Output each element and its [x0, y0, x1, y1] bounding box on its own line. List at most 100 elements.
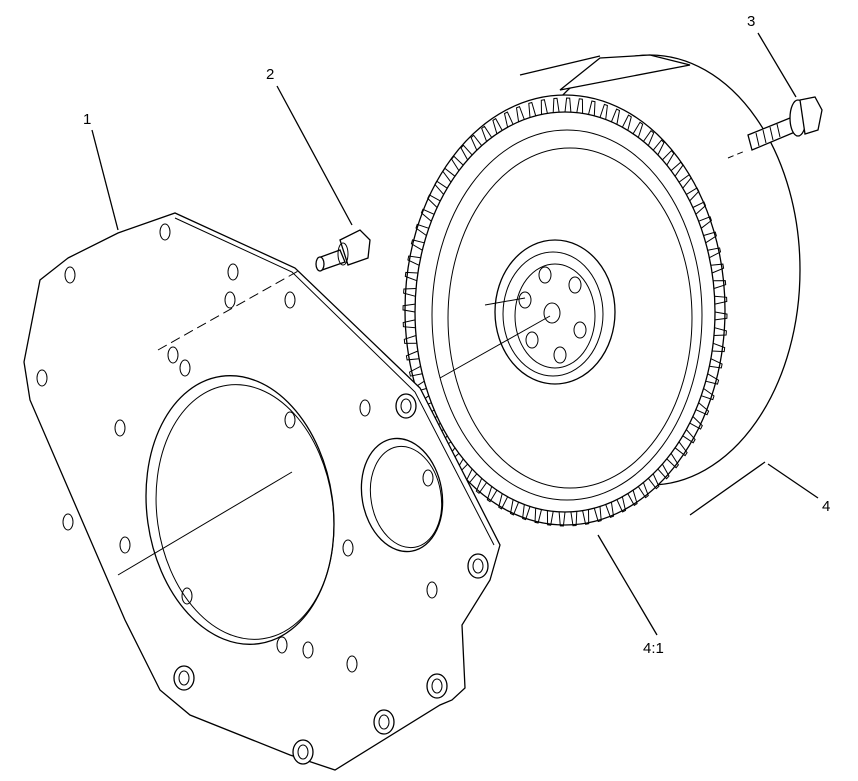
- plate-hole: [359, 399, 371, 417]
- bolt-head: [799, 96, 823, 135]
- flywheel-bottom-edge: [689, 461, 766, 516]
- gear-tooth: [692, 201, 707, 215]
- gear-tooth: [682, 429, 696, 444]
- plate-hole: [64, 266, 76, 284]
- gear-tooth: [498, 493, 509, 510]
- hub-outer: [494, 239, 616, 385]
- plate-hole: [119, 536, 131, 554]
- ring-gear-root-circle: [414, 111, 716, 513]
- plate-boss: [395, 393, 417, 419]
- plate-hole: [284, 291, 296, 309]
- gear-tooth: [632, 121, 644, 138]
- gear-tooth: [408, 365, 423, 377]
- callout-4-1: 4:1: [597, 534, 664, 657]
- gear-tooth: [475, 478, 488, 495]
- gear-tooth: [712, 342, 726, 353]
- plate-hole: [422, 469, 434, 487]
- plate-screw: [315, 229, 371, 272]
- flywheel-body-top: [559, 54, 691, 91]
- flywheel: [402, 54, 801, 527]
- plate-holes: [36, 223, 438, 673]
- flywheel-top-edge: [519, 55, 601, 76]
- callout-1: 1: [83, 111, 119, 231]
- plate-boss: [426, 673, 448, 699]
- plate-boss: [373, 709, 395, 735]
- hub-ring: [502, 251, 604, 377]
- gear-tooth: [486, 486, 498, 503]
- gear-tooth: [403, 335, 417, 344]
- gear-tooth: [481, 125, 493, 142]
- gear-tooth: [678, 173, 692, 189]
- gear-tooth: [407, 255, 421, 266]
- gear-tooth: [503, 111, 514, 128]
- gear-tooth: [657, 463, 670, 480]
- gear-tooth: [652, 139, 665, 156]
- gear-tooth: [710, 263, 725, 274]
- gear-tooth: [552, 97, 560, 113]
- gear-tooth: [528, 101, 537, 118]
- gear-tooth: [403, 288, 417, 297]
- plate-boss: [467, 553, 489, 579]
- gear-tooth: [593, 506, 602, 523]
- hub-bolt-holes: [518, 266, 587, 364]
- plate-small-opening: [360, 437, 444, 553]
- adapter-plate: [23, 212, 501, 771]
- gear-tooth: [588, 100, 596, 116]
- gear-tooth: [434, 180, 448, 195]
- gear-tooth: [689, 416, 703, 430]
- plate-boss-hole: [297, 744, 309, 760]
- plate-boss-hole: [378, 714, 390, 730]
- gear-tooth: [415, 223, 429, 236]
- plate-hole: [224, 291, 236, 309]
- plate-hole: [227, 263, 239, 281]
- gear-tooth: [670, 161, 684, 177]
- gear-tooth: [707, 247, 722, 259]
- gear-tooth: [637, 482, 649, 499]
- plate-boss-hole: [472, 558, 484, 574]
- callout-label-1: 1: [83, 111, 91, 128]
- gear-tooth: [540, 99, 548, 115]
- callout-2: 2: [266, 66, 353, 226]
- gear-tooth: [642, 129, 655, 146]
- gear-tooth: [534, 508, 542, 524]
- plate-boss-hole: [178, 670, 190, 686]
- gear-tooth: [450, 155, 464, 171]
- gear-tooth: [576, 98, 584, 114]
- gear-tooth: [662, 149, 675, 166]
- gear-tooth: [405, 350, 420, 361]
- callout-3: 3: [747, 13, 797, 98]
- gear-tooth: [570, 511, 578, 527]
- gear-tooth: [402, 319, 416, 329]
- screw-axis-line: [157, 269, 301, 351]
- gear-tooth: [427, 194, 441, 208]
- callout-label-2: 2: [266, 66, 274, 83]
- gear-tooth: [460, 144, 473, 161]
- gear-tooth: [666, 453, 680, 469]
- gear-tooth: [701, 388, 715, 401]
- plate-hole: [179, 359, 191, 377]
- gear-tooth: [522, 504, 531, 521]
- ring-gear-teeth: [402, 97, 728, 527]
- plate-hole: [342, 539, 354, 557]
- gear-tooth: [546, 510, 554, 526]
- callout-label-4-1: 4:1: [643, 640, 664, 657]
- gear-tooth: [492, 117, 503, 134]
- center-line-2: [484, 297, 526, 306]
- plate-boss-hole: [431, 678, 443, 694]
- plate-hole: [62, 513, 74, 531]
- hub-inner: [514, 263, 596, 369]
- plate-boss-hole: [400, 398, 412, 414]
- gear-tooth: [616, 496, 627, 513]
- gear-tooth: [582, 509, 590, 525]
- plate-bosses: [173, 393, 489, 765]
- plate-center-line: [117, 471, 293, 576]
- gear-tooth: [698, 216, 712, 229]
- gear-tooth: [558, 511, 566, 527]
- gear-tooth: [442, 167, 456, 183]
- gear-tooth: [714, 295, 728, 305]
- callout-label-4: 4: [822, 498, 830, 515]
- gear-tooth: [709, 358, 723, 369]
- gear-tooth: [610, 108, 621, 125]
- gear-tooth: [402, 303, 416, 313]
